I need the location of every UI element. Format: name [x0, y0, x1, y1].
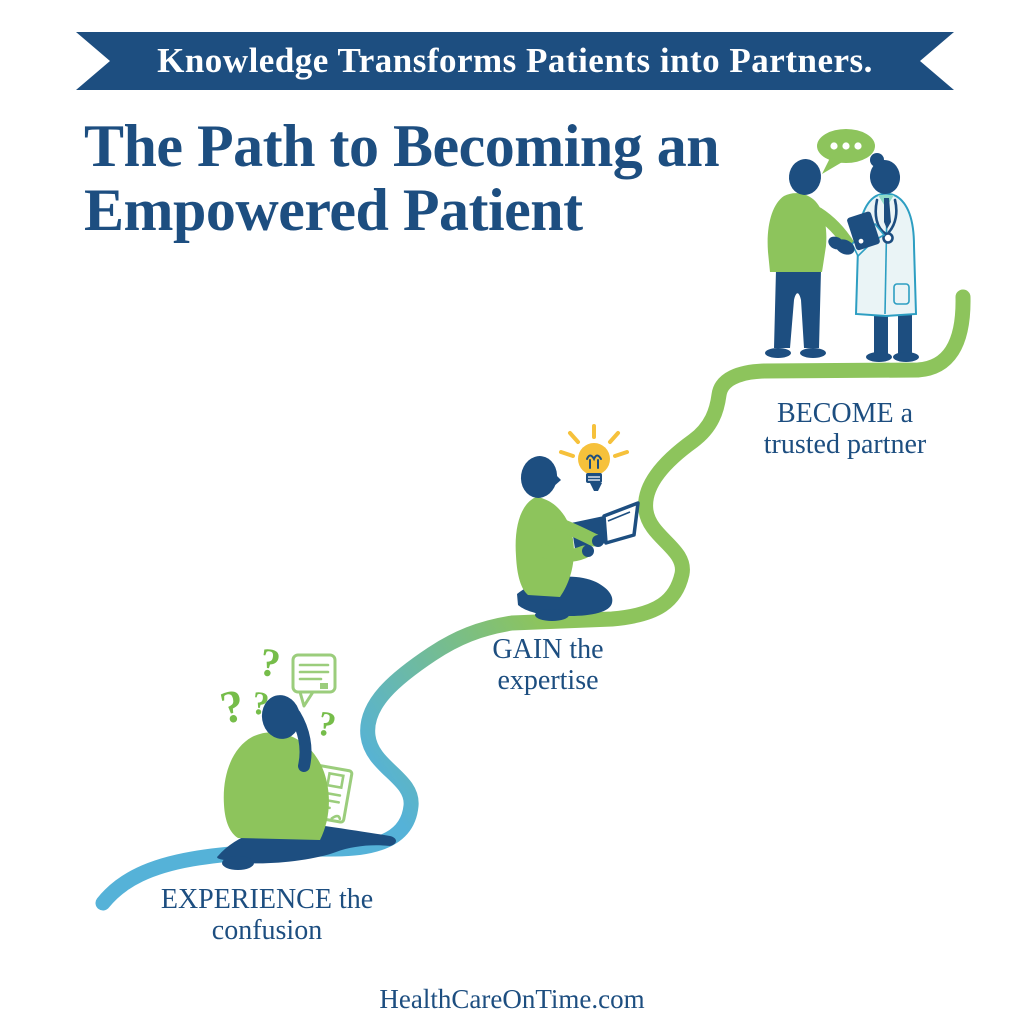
doctor-coat-pocket	[893, 283, 910, 305]
stethoscope-icon	[874, 198, 898, 244]
patient-foot	[800, 348, 826, 358]
open-book-icon	[571, 501, 640, 549]
person-arm-lower	[537, 544, 591, 563]
person-hand	[582, 545, 594, 557]
step-label-experience: EXPERIENCE the confusion	[147, 884, 387, 946]
patient-foot	[765, 348, 791, 358]
reading-person	[515, 456, 640, 621]
tablet-icon	[847, 211, 880, 251]
step-label-line: expertise	[497, 665, 599, 696]
page-title: The Path to Becoming an Empowered Patien…	[84, 113, 720, 243]
doctor-tie	[884, 198, 891, 229]
lightbulb-tip	[590, 483, 602, 491]
confused-person	[217, 695, 396, 870]
speech-bubble-outline-icon	[291, 653, 337, 708]
step-label-line: EXPERIENCE the	[160, 884, 374, 915]
chat-dots-bubble-icon	[817, 129, 875, 174]
illustration-step-become	[765, 129, 919, 362]
person-foot	[222, 856, 254, 870]
illustration-step-gain	[515, 424, 640, 621]
svg-text:?: ?	[216, 679, 249, 734]
lightbulb-filament	[586, 454, 602, 469]
person-hand	[592, 535, 604, 547]
book-right-page	[602, 501, 640, 545]
person-head	[261, 695, 301, 739]
handshake-hands	[828, 236, 844, 250]
lightbulb-base	[586, 473, 602, 483]
person-torso	[223, 732, 329, 840]
lightbulb-icon	[559, 424, 629, 491]
person-arm-upper	[549, 516, 601, 547]
step-label-line: BECOME a	[776, 398, 914, 429]
doctor-figure	[828, 153, 919, 362]
person-face	[553, 472, 561, 487]
patient-figure	[765, 159, 855, 358]
person-head	[520, 456, 558, 498]
title-line-1: The Path to Becoming an	[84, 113, 720, 179]
doctor-head	[869, 160, 901, 194]
step-label-gain: GAIN the expertise	[438, 634, 658, 696]
doctor-hair-bun	[870, 153, 884, 167]
person-foot	[535, 609, 569, 621]
doctor-leg	[898, 312, 912, 354]
svg-text:?: ?	[314, 703, 339, 745]
step-label-line: GAIN the	[492, 634, 604, 665]
person-arm-on-face	[289, 709, 312, 772]
patient-head	[788, 159, 822, 195]
doctor-foot	[893, 352, 919, 362]
patient-legs	[774, 270, 821, 348]
step-label-become: BECOME a trusted partner	[730, 398, 960, 460]
patient-torso	[767, 193, 827, 272]
doctor-foot	[866, 352, 892, 362]
svg-text:?: ?	[257, 639, 283, 686]
banner-text: Knowledge Transforms Patients into Partn…	[157, 41, 873, 80]
footer-website: HealthCareOnTime.com	[379, 984, 645, 1014]
title-line-2: Empowered Patient	[84, 177, 583, 243]
chat-bubble-tail	[822, 158, 844, 174]
step-label-line: trusted partner	[763, 429, 927, 460]
step-label-line: confusion	[211, 915, 323, 946]
lightbulb-rays	[559, 424, 629, 458]
doctor-leg	[874, 312, 888, 354]
banner-ribbon: Knowledge Transforms Patients into Partn…	[76, 32, 954, 90]
